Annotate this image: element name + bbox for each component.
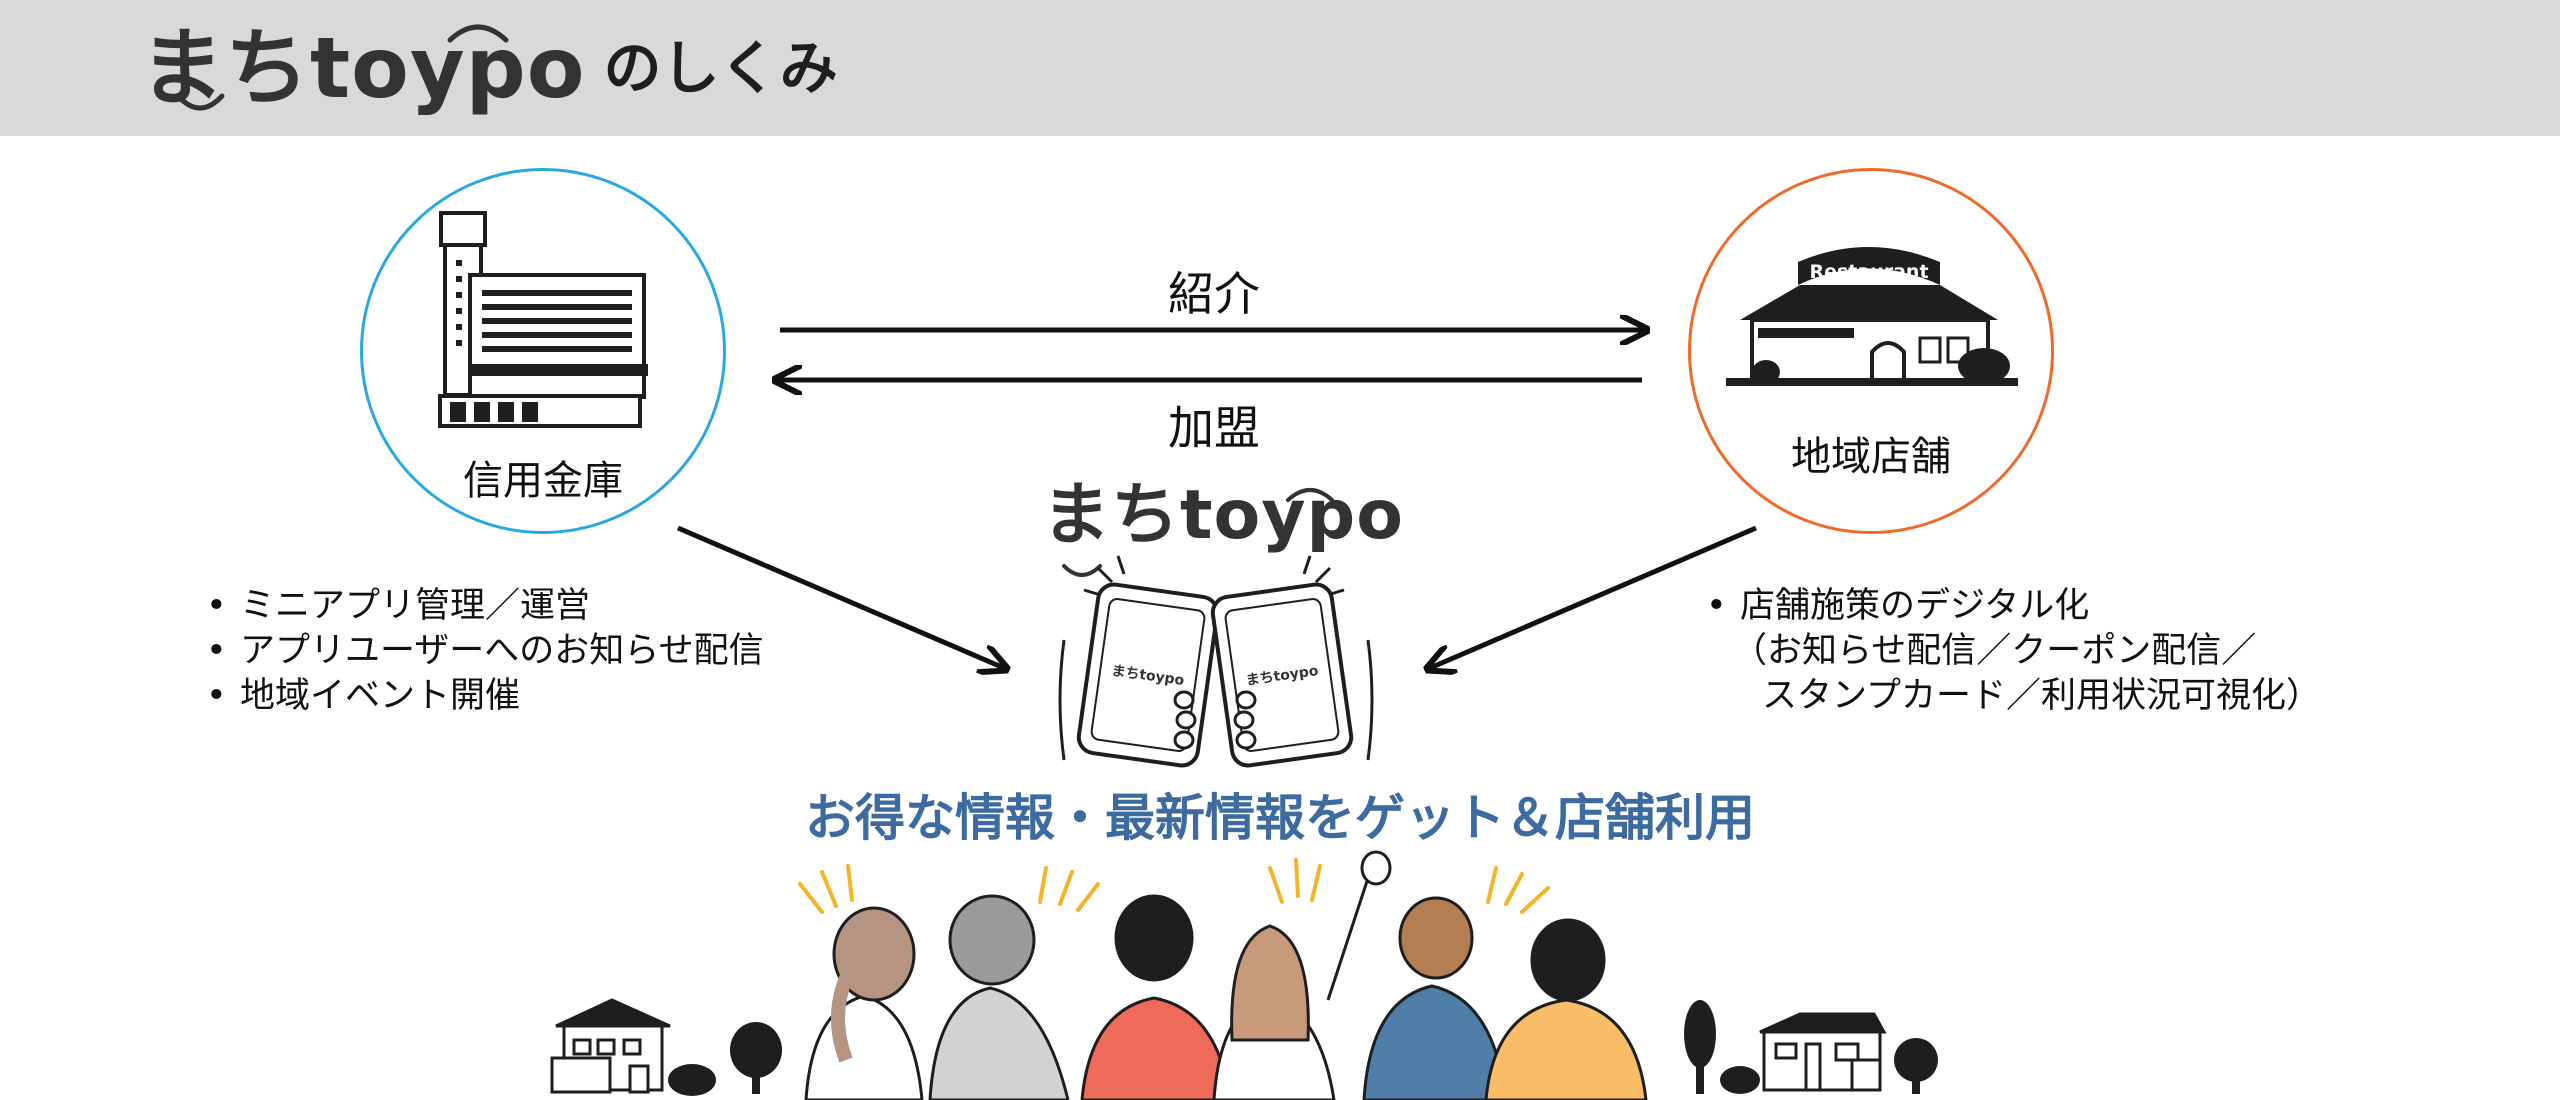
center-smile-icon: [1062, 564, 1102, 577]
left-bush-icon: [668, 1064, 716, 1096]
right-house-icon: [1759, 1012, 1887, 1092]
bank-role-item: ミニアプリ管理／運営: [202, 584, 764, 629]
logo-arc-icon: [447, 24, 509, 43]
bank-roles-list: ミニアプリ管理／運営 アプリユーザーへのお知らせ配信 地域イベント開催: [202, 584, 764, 719]
left-tree-icon: [730, 1022, 782, 1094]
bank-label: 信用金庫: [463, 458, 623, 504]
header-logo-marks: [175, 24, 509, 111]
center-brand: まちtoypo: [1042, 476, 1404, 555]
left-hand-icon: [1058, 639, 1066, 761]
left-house-icon: [550, 998, 671, 1094]
person-1-icon: [804, 906, 924, 1100]
right-hand-icon: [1366, 639, 1374, 761]
person-6-icon: [1484, 918, 1648, 1100]
person-4-icon: [1212, 850, 1392, 1100]
person-2-icon: [928, 894, 1070, 1100]
header-bar: まちtoypo のしくみ: [0, 0, 2560, 136]
shop-label: 地域店舗: [1791, 434, 1951, 480]
bank-to-app-arrow: [677, 525, 1004, 668]
right-tree-icon: [1684, 1000, 1716, 1094]
tagline: お得な情報・最新情報をゲット＆店舗利用: [805, 789, 1755, 847]
bank-role-item: アプリユーザーへのお知らせ配信: [202, 629, 764, 674]
person-5-icon: [1362, 896, 1508, 1100]
shop-roles-list: 店舗施策のデジタル化 （お知らせ配信／クーポン配信／ スタンプカード／利用状況可…: [1702, 584, 2321, 719]
shop-role-item: 店舗施策のデジタル化: [1702, 584, 2321, 629]
shop-to-app-arrow: [1430, 525, 1757, 668]
introduce-label: 紹介: [1168, 267, 1260, 321]
right-bush-icon: [1720, 1066, 1760, 1094]
bank-role-item: 地域イベント開催: [202, 674, 764, 719]
right-small-tree-icon: [1894, 1038, 1938, 1094]
logo-smile-icon: [175, 93, 225, 111]
person-3-icon: [1080, 894, 1232, 1100]
join-label: 加盟: [1168, 401, 1260, 455]
shop-role-detail-1: （お知らせ配信／クーポン配信／: [1732, 631, 2257, 671]
header-suffix: のしくみ: [603, 34, 838, 102]
center-logo: まちtoypo: [1042, 476, 1404, 556]
restaurant-sign-text: Restaurant: [1809, 261, 1928, 283]
shop-role-detail-2: スタンプカード／利用状況可視化）: [1762, 676, 2321, 716]
center-arc-icon: [1286, 488, 1334, 502]
sparkle-icon: [798, 858, 1550, 914]
